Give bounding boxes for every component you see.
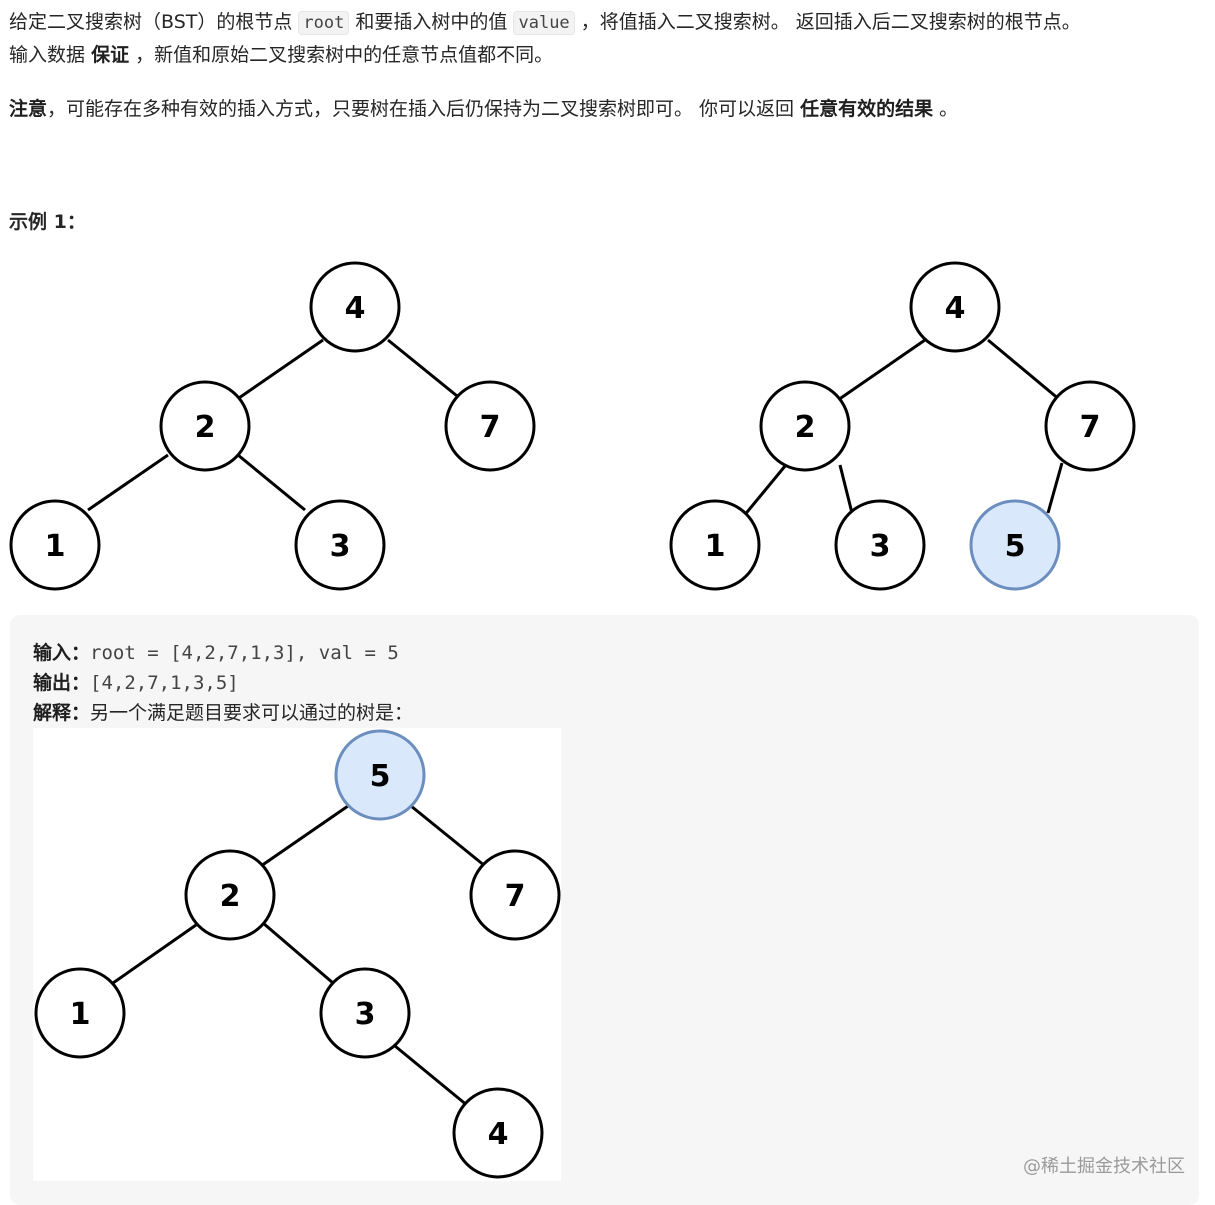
watermark: @稀土掘金技术社区 (1023, 1156, 1185, 1177)
tree-node: 2 (184, 849, 276, 941)
input-value: root = [4,2,7,1,3], val = 5 (90, 642, 399, 664)
svg-text:7: 7 (505, 879, 526, 914)
explain-value: 另一个满足题目要求可以通过的树是： (90, 702, 414, 724)
svg-text:4: 4 (488, 1117, 509, 1152)
code-root: root (298, 11, 350, 35)
note-bold-result: 任意有效的结果 (800, 98, 934, 120)
output-label: 输出： (33, 672, 91, 694)
tree-edge (1046, 462, 1064, 514)
tree-node: 4 (452, 1087, 544, 1179)
svg-text:5: 5 (370, 759, 391, 794)
desc-text: 给定二叉搜索树（BST）的根节点 (9, 11, 293, 33)
tree-node: 1 (669, 499, 761, 591)
tree-node: 3 (319, 967, 411, 1059)
example-title: 示例 1： (9, 211, 86, 233)
tree-edge (260, 804, 349, 868)
desc-text: ，新值和原始二叉搜索树中的任意节点值都不同。 (135, 44, 554, 66)
tree-edge (235, 338, 324, 402)
tree-node: 4 (909, 261, 1001, 353)
desc-text: ，将值插入二叉搜索树。 返回插入后二叉搜索树的根节点。 (580, 11, 1081, 33)
output-line: 输出：[4,2,7,1,3,5] (33, 668, 239, 698)
tree-node: 1 (34, 967, 126, 1059)
input-line: 输入：root = [4,2,7,1,3], val = 5 (33, 638, 399, 668)
tree-edge (838, 464, 854, 514)
svg-text:5: 5 (1005, 529, 1026, 564)
code-value: value (513, 11, 575, 35)
alternative-tree: 5 2 7 1 3 4 (33, 728, 561, 1181)
svg-text:4: 4 (945, 291, 966, 326)
desc-text: 和要插入树中的值 (355, 11, 508, 33)
svg-text:1: 1 (45, 529, 66, 564)
desc-bold: 保证 (91, 44, 130, 66)
note-text: ，可能存在多种有效的插入方式，只要树在插入后仍保持为二叉搜索树即可。 你可以返回 (47, 98, 795, 120)
tree-node: 2 (159, 380, 251, 472)
svg-text:1: 1 (70, 997, 91, 1032)
svg-text:7: 7 (1080, 410, 1101, 445)
tree-node: 3 (294, 499, 386, 591)
svg-text:7: 7 (480, 410, 501, 445)
tree-edge (112, 923, 197, 985)
tree-before: 4 2 7 1 3 (0, 255, 560, 600)
output-value: [4,2,7,1,3,5] (90, 672, 239, 694)
note-bold: 注意 (9, 98, 48, 120)
tree-edge (387, 338, 463, 402)
tree-node: 2 (759, 380, 851, 472)
svg-text:3: 3 (870, 529, 891, 564)
tree-edge (87, 453, 169, 512)
svg-text:2: 2 (795, 410, 816, 445)
svg-text:2: 2 (220, 879, 241, 914)
explain-label: 解释： (33, 702, 91, 724)
tree-edge (394, 1044, 469, 1108)
tree-node-root-new: 5 (334, 729, 426, 821)
tree-edge (262, 921, 334, 985)
desc-text: 输入数据 (9, 44, 86, 66)
tree-edge (410, 804, 486, 868)
tree-node-inserted: 5 (969, 499, 1061, 591)
svg-text:1: 1 (705, 529, 726, 564)
tree-edge (741, 459, 792, 518)
input-label: 输入： (33, 642, 91, 664)
svg-text:2: 2 (195, 410, 216, 445)
note-line: 注意，可能存在多种有效的插入方式，只要树在插入后仍保持为二叉搜索树即可。 你可以… (9, 93, 958, 125)
tree-node: 7 (469, 849, 561, 941)
note-text-end: 。 (939, 98, 959, 120)
tree-node: 4 (309, 261, 401, 353)
tree-edge (837, 338, 926, 402)
svg-text:3: 3 (330, 529, 351, 564)
tree-edge (987, 338, 1061, 402)
tree-after: 4 2 7 1 3 5 (660, 255, 1160, 600)
description-line-2: 输入数据 保证 ，新值和原始二叉搜索树中的任意节点值都不同。 (9, 39, 553, 71)
tree-node: 1 (9, 499, 101, 591)
tree-node: 7 (1044, 380, 1136, 472)
tree-node: 3 (834, 499, 926, 591)
svg-text:3: 3 (355, 997, 376, 1032)
tree-node: 7 (444, 380, 536, 472)
explain-line: 解释：另一个满足题目要求可以通过的树是： (33, 698, 413, 728)
tree-edge (237, 453, 306, 512)
description-line-1: 给定二叉搜索树（BST）的根节点 root 和要插入树中的值 value ，将值… (9, 6, 1081, 39)
svg-text:4: 4 (345, 291, 366, 326)
